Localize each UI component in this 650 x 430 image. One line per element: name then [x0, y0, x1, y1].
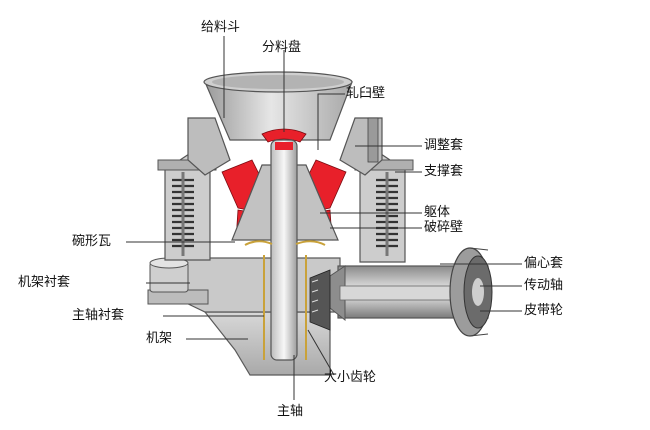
label-adjusting-sleeve: 调整套	[424, 138, 464, 153]
label-mantle-liner: 轧臼壁	[346, 86, 386, 101]
leader-lines	[126, 36, 522, 400]
feed-hopper	[203, 71, 353, 141]
label-pulley: 皮带轮	[524, 303, 564, 318]
shaft-bushing	[244, 240, 326, 360]
label-feed-hopper: 给料斗	[201, 20, 241, 35]
label-body: 躯体	[424, 205, 451, 220]
bevel-gear	[309, 269, 331, 331]
label-frame-liner: 机架衬套	[18, 275, 71, 290]
label-bowl-bearing: 碗形瓦	[72, 234, 112, 249]
frame-base	[147, 257, 341, 376]
label-support-sleeve: 支撑套	[424, 164, 464, 179]
label-bevel-gears: 大小齿轮	[324, 370, 377, 385]
pulley-wheel	[449, 247, 493, 337]
label-eccentric-sleeve: 偏心套	[524, 256, 564, 271]
label-drive-shaft: 传动轴	[524, 278, 564, 293]
label-distribution-plate: 分料盘	[262, 40, 302, 55]
main-shaft	[270, 139, 298, 361]
label-main-shaft: 主轴	[277, 404, 304, 419]
frame-liner-cylinder	[149, 257, 189, 293]
label-main-shaft-liner: 主轴衬套	[72, 308, 125, 323]
label-concave-wall: 破碎壁	[424, 220, 464, 235]
label-frame: 机架	[146, 331, 173, 346]
